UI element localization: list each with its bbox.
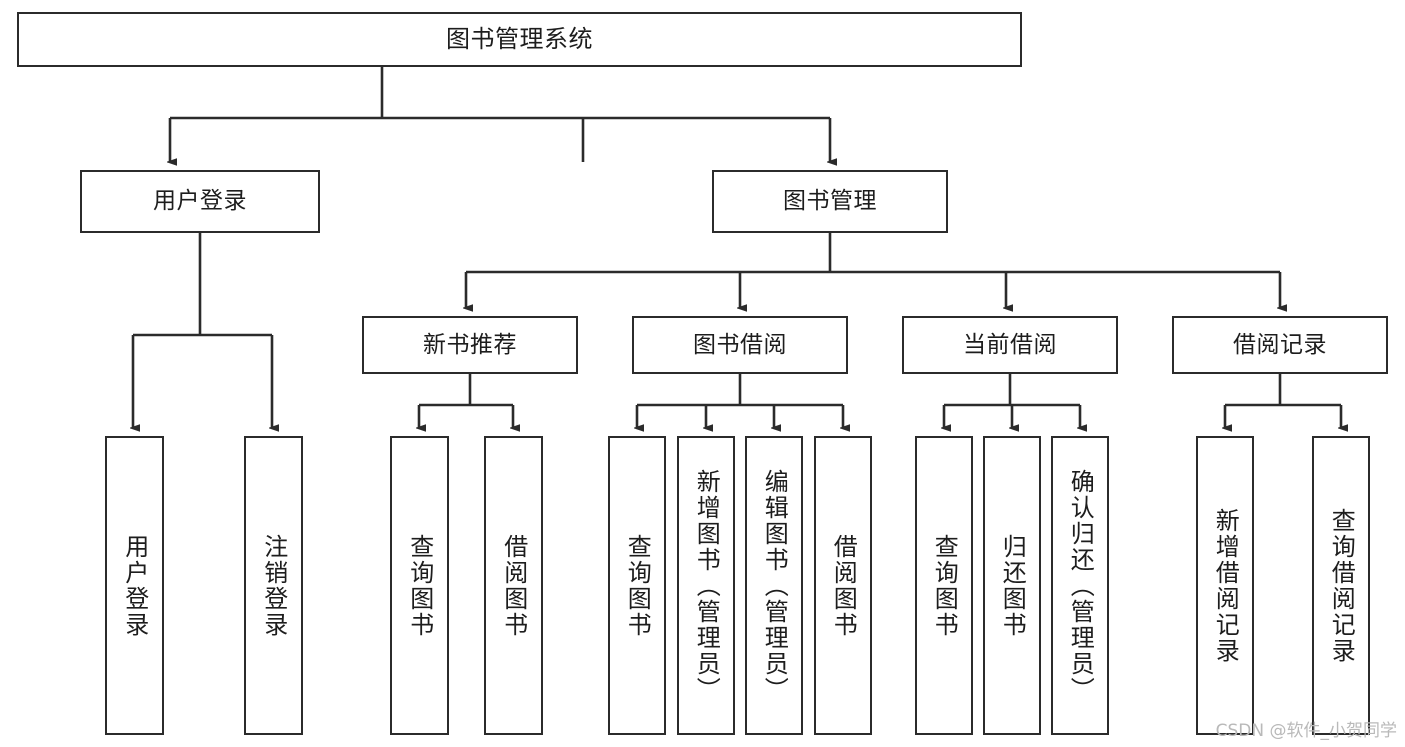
node-leaf-confirm-return-label: 确认归还（管理员）: [1066, 468, 1095, 703]
node-book-management-label: 图书管理: [783, 188, 877, 215]
node-leaf-user-logout-label: 注销登录: [259, 533, 288, 638]
node-leaf-borrow-book-recommend[interactable]: 借阅图书: [484, 436, 543, 735]
node-leaf-borrow-book[interactable]: 借阅图书: [814, 436, 872, 735]
node-leaf-query-book-current[interactable]: 查询图书: [915, 436, 973, 735]
node-leaf-user-login-label: 用户登录: [120, 533, 149, 638]
node-leaf-query-borrow-record[interactable]: 查询借阅记录: [1312, 436, 1370, 735]
node-book-borrow-label: 图书借阅: [693, 331, 787, 358]
node-borrow-record-label: 借阅记录: [1233, 331, 1327, 358]
node-leaf-add-borrow-record[interactable]: 新增借阅记录: [1196, 436, 1254, 735]
node-borrow-record[interactable]: 借阅记录: [1172, 316, 1388, 374]
node-book-borrow[interactable]: 图书借阅: [632, 316, 848, 374]
node-leaf-borrow-book-recommend-label: 借阅图书: [499, 533, 528, 638]
node-leaf-edit-book-label: 编辑图书（管理员）: [760, 468, 789, 703]
node-leaf-query-borrow-record-label: 查询借阅记录: [1327, 507, 1356, 664]
node-new-book-recommend-label: 新书推荐: [423, 331, 517, 358]
node-leaf-user-login[interactable]: 用户登录: [105, 436, 164, 735]
node-leaf-confirm-return[interactable]: 确认归还（管理员）: [1051, 436, 1109, 735]
node-user-login-label: 用户登录: [153, 188, 247, 215]
node-current-borrow-label: 当前借阅: [963, 331, 1057, 358]
node-leaf-add-borrow-record-label: 新增借阅记录: [1211, 507, 1240, 664]
node-user-login[interactable]: 用户登录: [80, 170, 320, 233]
node-leaf-return-book-label: 归还图书: [998, 533, 1027, 638]
node-leaf-query-book-borrow[interactable]: 查询图书: [608, 436, 666, 735]
node-leaf-query-book-borrow-label: 查询图书: [623, 533, 652, 638]
node-leaf-user-logout[interactable]: 注销登录: [244, 436, 303, 735]
node-root-label: 图书管理系统: [446, 24, 593, 53]
node-new-book-recommend[interactable]: 新书推荐: [362, 316, 578, 374]
node-root[interactable]: 图书管理系统: [17, 12, 1022, 67]
node-leaf-query-book-recommend-label: 查询图书: [405, 533, 434, 638]
node-book-management[interactable]: 图书管理: [712, 170, 948, 233]
node-leaf-query-book-recommend[interactable]: 查询图书: [390, 436, 449, 735]
node-leaf-add-book[interactable]: 新增图书（管理员）: [677, 436, 735, 735]
node-leaf-return-book[interactable]: 归还图书: [983, 436, 1041, 735]
node-leaf-add-book-label: 新增图书（管理员）: [692, 468, 721, 703]
node-leaf-query-book-current-label: 查询图书: [930, 533, 959, 638]
node-leaf-borrow-book-label: 借阅图书: [829, 533, 858, 638]
node-current-borrow[interactable]: 当前借阅: [902, 316, 1118, 374]
csdn-watermark: CSDN @软件_小贺同学: [1215, 721, 1397, 741]
node-leaf-edit-book[interactable]: 编辑图书（管理员）: [745, 436, 803, 735]
